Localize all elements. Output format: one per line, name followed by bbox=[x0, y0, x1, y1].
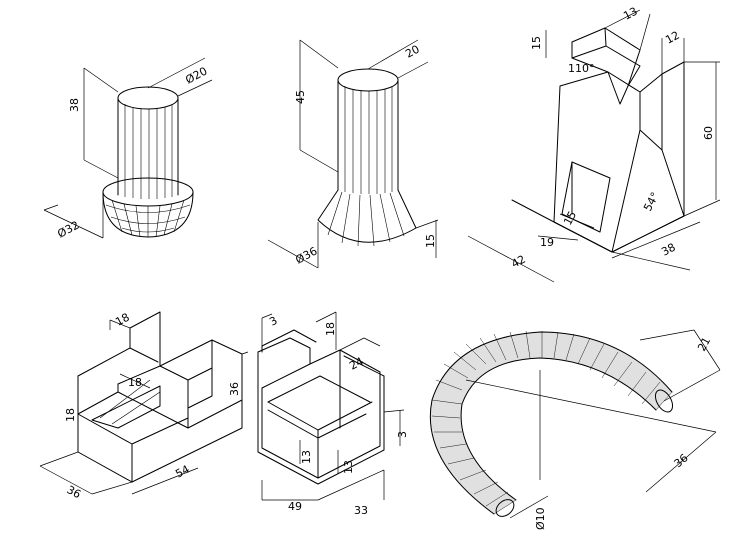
figure-3-inclined-vblock: 15 13 12 110° 60 54° 15 19 42 38 bbox=[467, 5, 721, 283]
fig1-top-ellipse bbox=[117, 86, 179, 110]
fig5-mid1-label: 13 bbox=[300, 450, 313, 464]
fig5-top-h-label: 18 bbox=[324, 322, 337, 336]
fig4-step-label: 18 bbox=[64, 408, 77, 422]
fig2-base-dia-label: Ø36 bbox=[293, 245, 319, 267]
fig3-side-w-label: 12 bbox=[663, 29, 681, 47]
figure-2-cylinder-cone: 45 20 Ø36 15 bbox=[267, 39, 439, 269]
fig5-thick-label: 3 bbox=[267, 314, 279, 329]
fig3-slot-h-label: 19 bbox=[540, 236, 554, 249]
fig1-base-dia-label: Ø32 bbox=[55, 219, 81, 241]
figure-5-sheet-bracket: 3 18 24 3 13 13 49 33 bbox=[257, 311, 409, 517]
fig2-top-dia-label: 20 bbox=[403, 43, 421, 61]
fig5-bottom-label: 49 bbox=[288, 500, 302, 513]
fig3-height-label: 60 bbox=[702, 126, 715, 140]
fig5-mid2-label: 13 bbox=[342, 460, 355, 474]
fig3-top-h-label: 15 bbox=[530, 36, 543, 50]
fig3-angle-side-label: 54° bbox=[641, 190, 662, 213]
figure-4-stepped-block: 18 18 36 18 36 54 bbox=[39, 311, 249, 501]
figure-1-cylinder-hemisphere: 38 Ø20 Ø32 bbox=[43, 57, 213, 241]
fig3-width-label: 42 bbox=[509, 253, 527, 271]
fig4-left-label: 36 bbox=[65, 483, 83, 501]
fig4-diag-label: 18 bbox=[128, 376, 142, 389]
fig2-height-label: 45 bbox=[294, 90, 307, 104]
fig4-top-label: 18 bbox=[113, 311, 131, 329]
fig4-height-label: 36 bbox=[228, 382, 241, 396]
fig3-angle-top-label: 110° bbox=[568, 62, 595, 75]
fig3-depth-label: 38 bbox=[659, 241, 677, 259]
fig5-right-label: 3 bbox=[396, 431, 409, 438]
fig5-side-label: 24 bbox=[347, 355, 365, 373]
fig3-slot-w-label: 15 bbox=[561, 209, 579, 227]
fig4-right-label: 54 bbox=[173, 463, 191, 481]
fig3-top-w-label: 13 bbox=[621, 5, 639, 23]
figure-6-bent-tube: 21 36 Ø10 bbox=[429, 329, 721, 530]
fig1-height-label: 38 bbox=[68, 98, 81, 112]
fig6-dia-label: Ø10 bbox=[534, 507, 547, 530]
fig5-depth-label: 33 bbox=[354, 504, 368, 517]
fig2-base-h-label: 15 bbox=[424, 234, 437, 248]
fig6-radius-label: 21 bbox=[695, 335, 713, 353]
